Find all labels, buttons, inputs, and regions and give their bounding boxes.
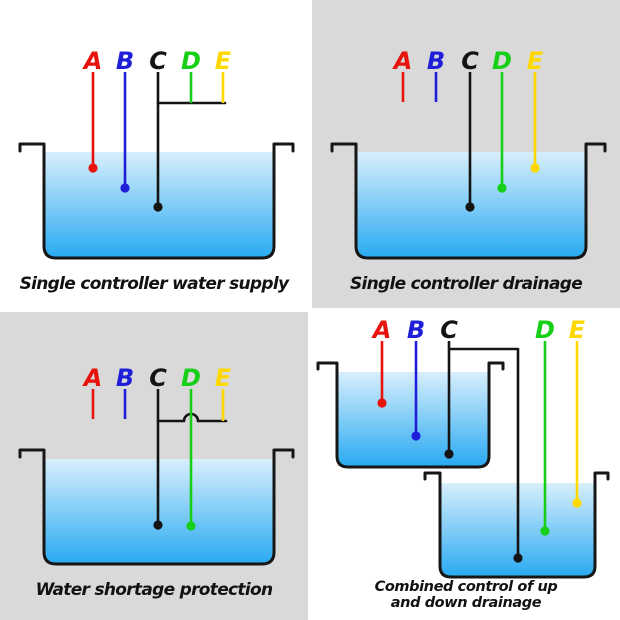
probe-label-A: A <box>392 47 413 75</box>
probe-label-D: D <box>181 364 201 392</box>
probe-label-D: D <box>181 47 201 75</box>
caption-line: Water shortage protection <box>35 580 273 600</box>
probe-label-E: E <box>527 47 544 75</box>
panel-caption: Water shortage protection <box>0 580 308 600</box>
panel-caption: Single controller drainage <box>312 274 620 294</box>
probe-label-A: A <box>82 364 103 392</box>
probe-label-C: C <box>461 47 479 75</box>
probe-label-B: B <box>407 316 425 344</box>
caption-line: and down drainage <box>390 595 542 611</box>
probe-label-C: C <box>149 364 167 392</box>
probe-label-D: D <box>492 47 512 75</box>
probe-label-A: A <box>371 316 392 344</box>
panel-caption: Single controller water supply <box>0 274 308 294</box>
probe-label-D: D <box>535 316 555 344</box>
caption-line: Single controller water supply <box>19 274 289 294</box>
probe-label-C: C <box>149 47 167 75</box>
caption-line: Single controller drainage <box>349 274 583 294</box>
probe-label-E: E <box>569 316 586 344</box>
probe-label-E: E <box>215 47 232 75</box>
probe-label-B: B <box>427 47 445 75</box>
probe-label-A: A <box>82 47 103 75</box>
probe-label-B: B <box>116 47 134 75</box>
caption-line: Combined control of up <box>374 579 558 595</box>
probe-label-C: C <box>440 316 458 344</box>
panel-caption: Combined control of up and down drainage <box>312 579 620 611</box>
probe-label-E: E <box>215 364 232 392</box>
probe-label-B: B <box>116 364 134 392</box>
